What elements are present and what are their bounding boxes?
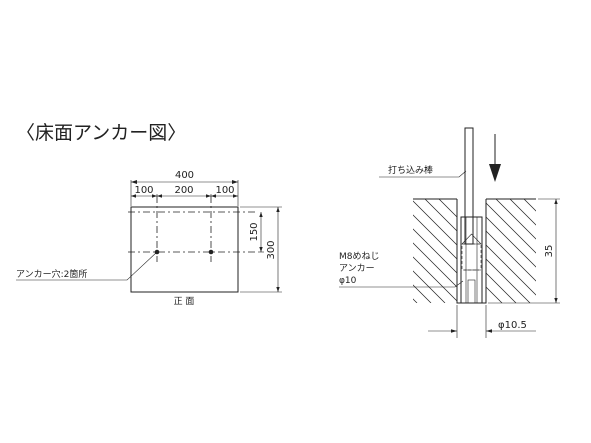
dim-middle: 200 (174, 185, 193, 196)
drawing-title: 〈床面アンカー図〉 (16, 122, 186, 144)
anchor-hole-leader (16, 251, 158, 281)
rod-label-leader (379, 170, 467, 178)
concrete-hatch-left (413, 199, 457, 303)
dim-height-300: 300 (266, 240, 277, 259)
dim-right: 100 (215, 185, 234, 196)
anchor-label-line2: アンカー (339, 263, 375, 274)
section-view: 打ち込み棒 M8めねじ アンカー φ10 35 φ10.5 (339, 127, 560, 338)
dim-left: 100 (134, 185, 153, 196)
anchor-hole-label: アンカー穴:2箇所 (16, 268, 87, 280)
driving-rod (464, 127, 474, 245)
dim-depth: 35 (544, 245, 555, 258)
anchor-slit (467, 279, 476, 304)
front-view: 400 100 200 100 150 300 アンカー穴:2箇所 正 面 (16, 170, 282, 307)
anchor-thread (461, 243, 482, 271)
anchor-label-leader (339, 280, 464, 288)
anchor-hole-right (208, 249, 214, 255)
front-view-outline (130, 206, 239, 293)
concrete-hatch-right (486, 199, 536, 303)
anchor-sleeve (460, 216, 483, 304)
anchor-label-line1: M8めねじ (339, 251, 380, 262)
anchor-label-line3: φ10 (339, 276, 357, 286)
dim-overall-width: 400 (175, 170, 194, 181)
rod-label: 打ち込み棒 (388, 164, 433, 176)
dim-height-150: 150 (249, 222, 260, 241)
arrow-head-icon (489, 164, 501, 182)
front-view-label: 正 面 (174, 296, 195, 307)
dim-hole-diameter: φ10.5 (498, 320, 527, 331)
